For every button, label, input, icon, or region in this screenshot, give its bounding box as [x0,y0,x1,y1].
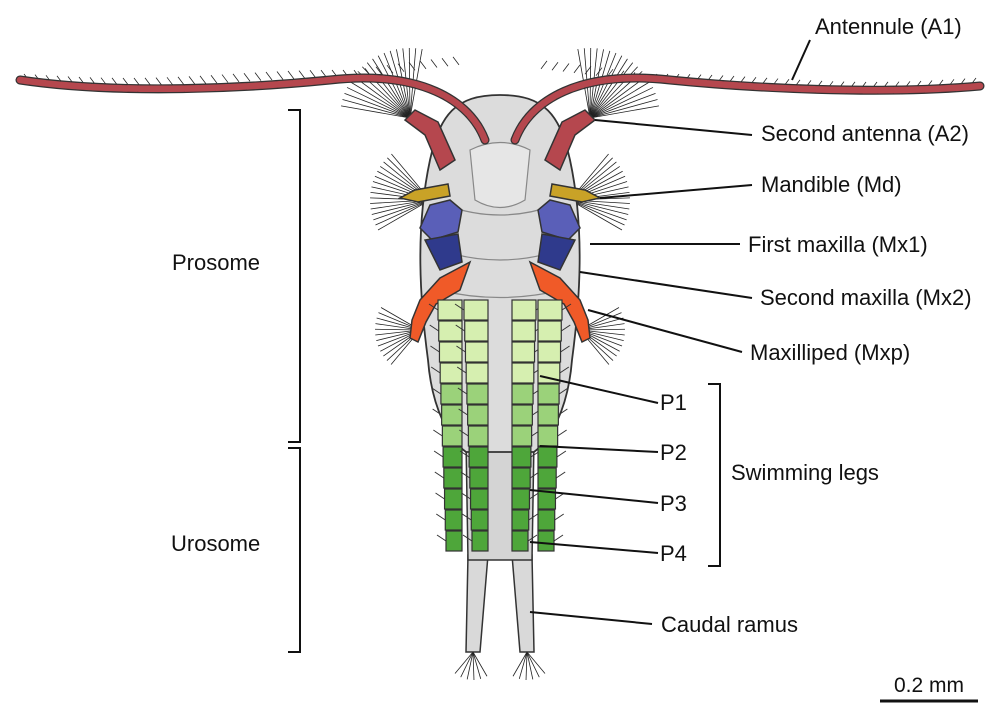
leader-p2 [540,446,658,452]
label-antennule: Antennule (A1) [815,16,962,38]
bracket-swimming-legs [708,384,720,566]
label-swimming-legs: Swimming legs [731,462,879,484]
leader-mandible [600,185,752,198]
leader-second-maxilla [580,272,752,298]
label-p1: P1 [660,392,687,414]
label-urosome: Urosome [171,533,260,555]
bracket-urosome [288,448,300,652]
label-second-maxilla: Second maxilla (Mx2) [760,287,972,309]
leader-caudal-ramus [530,612,652,624]
label-p4: P4 [660,543,687,565]
leader-antennule [792,40,810,80]
scale-bar-label: 0.2 mm [894,675,964,696]
leader-second-antenna [595,120,752,135]
label-mandible: Mandible (Md) [761,174,902,196]
label-p3: P3 [660,493,687,515]
label-caudal-ramus: Caudal ramus [661,614,798,636]
bracket-prosome [288,110,300,442]
label-first-maxilla: First maxilla (Mx1) [748,234,928,256]
label-p2: P2 [660,442,687,464]
caudal-ramus [466,555,534,652]
label-prosome: Prosome [172,252,260,274]
label-second-antenna: Second antenna (A2) [761,123,969,145]
label-maxilliped: Maxilliped (Mxp) [750,342,910,364]
leader-maxilliped [588,310,742,352]
